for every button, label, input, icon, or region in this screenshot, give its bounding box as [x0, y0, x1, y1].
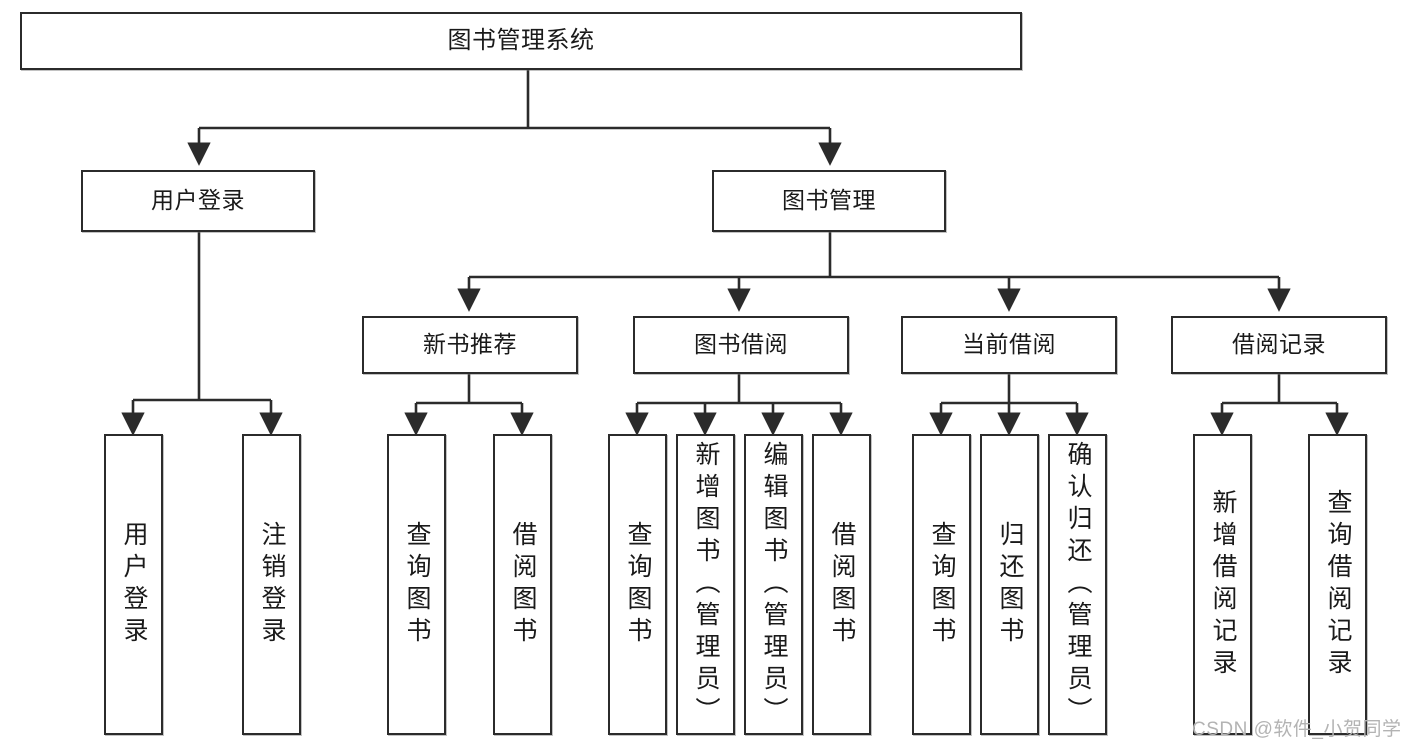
node-label: 新书推荐 [423, 331, 517, 358]
leaf-confirm-return-admin[interactable]: 确认归还（管理员） [1048, 434, 1107, 735]
node-label: 归还图书 [996, 520, 1024, 649]
node-label: 注销登录 [258, 520, 286, 649]
node-label: 查询借阅记录 [1324, 488, 1352, 681]
leaf-edit-book-admin[interactable]: 编辑图书（管理员） [744, 434, 803, 735]
node-label: 查询图书 [624, 520, 652, 649]
node-label: 查询图书 [403, 520, 431, 649]
leaf-add-book-admin[interactable]: 新增图书（管理员） [676, 434, 735, 735]
node-label: 用户登录 [120, 520, 148, 649]
node-root-system[interactable]: 图书管理系统 [20, 12, 1022, 70]
node-label: 用户登录 [151, 187, 245, 214]
node-label: 当前借阅 [962, 331, 1056, 358]
leaf-borrow-book-recommend[interactable]: 借阅图书 [493, 434, 552, 735]
leaf-user-login[interactable]: 用户登录 [104, 434, 163, 735]
leaf-add-borrow-record[interactable]: 新增借阅记录 [1193, 434, 1252, 735]
node-borrow-record[interactable]: 借阅记录 [1171, 316, 1387, 374]
node-new-book-recommend[interactable]: 新书推荐 [362, 316, 578, 374]
node-label: 确认归还（管理员） [1064, 440, 1092, 729]
node-label: 图书管理系统 [447, 26, 595, 54]
node-label: 查询图书 [928, 520, 956, 649]
leaf-query-book-current[interactable]: 查询图书 [912, 434, 971, 735]
node-book-borrow[interactable]: 图书借阅 [633, 316, 849, 374]
leaf-query-book-borrow[interactable]: 查询图书 [608, 434, 667, 735]
node-label: 借阅图书 [509, 520, 537, 649]
node-label: 编辑图书（管理员） [760, 440, 788, 729]
node-label: 借阅记录 [1232, 331, 1326, 358]
leaf-return-book[interactable]: 归还图书 [980, 434, 1039, 735]
leaf-borrow-book[interactable]: 借阅图书 [812, 434, 871, 735]
node-book-management[interactable]: 图书管理 [712, 170, 946, 232]
leaf-query-book-recommend[interactable]: 查询图书 [387, 434, 446, 735]
node-current-borrow[interactable]: 当前借阅 [901, 316, 1117, 374]
csdn-watermark: CSDN @软件_小贺同学 [1192, 719, 1402, 740]
leaf-logout-login[interactable]: 注销登录 [242, 434, 301, 735]
node-label: 新增图书（管理员） [692, 440, 720, 729]
node-user-login[interactable]: 用户登录 [81, 170, 315, 232]
node-label: 图书管理 [782, 187, 876, 214]
node-label: 借阅图书 [828, 520, 856, 649]
node-label: 图书借阅 [694, 331, 788, 358]
node-label: 新增借阅记录 [1209, 488, 1237, 681]
leaf-query-borrow-record[interactable]: 查询借阅记录 [1308, 434, 1367, 735]
